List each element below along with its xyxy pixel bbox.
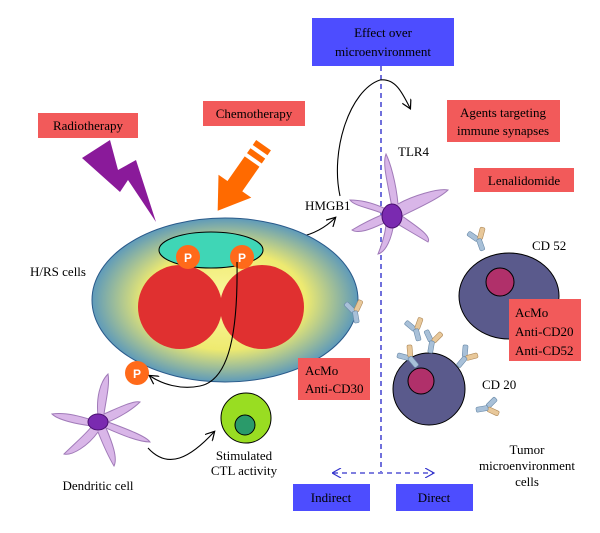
svg-text:P: P [238,251,246,265]
chemotherapy-arrow-icon [217,140,271,211]
effect-over-label-2: microenvironment [335,44,431,59]
acmo-anti-cd30-box: AcMo Anti-CD30 [298,358,370,400]
tlr4-dendritic-cell-icon [349,152,450,255]
tumor-label-3: cells [515,474,539,489]
lenalidomide-label: Lenalidomide [488,173,560,188]
svg-text:P: P [133,367,141,381]
agents-targeting-box: Agents targeting immune synapses [447,100,560,142]
effect-over-microenvironment-box: Effect over microenvironment [312,18,454,66]
effect-over-label-1: Effect over [354,25,413,40]
dendritic-cell-label: Dendritic cell [62,478,133,493]
tumor-label-2: microenvironment [479,458,575,473]
cd52-antibody-icon [465,225,493,255]
direct-box: Direct [396,484,473,511]
hrs-cell [91,217,359,383]
cd20-antibody-icon-1 [403,315,429,344]
ctl-cell-icon [220,392,272,444]
lightning-bolt-icon [82,140,156,222]
p-badge-right: P [230,245,254,269]
lenalidomide-box: Lenalidomide [474,168,574,192]
cd52-label: CD 52 [532,238,566,253]
acmo-cd30-label-1: AcMo [305,363,338,378]
p-badge-dendritic: P [125,361,149,385]
dendritic-cell-icon [50,372,151,468]
hrs-nucleus-right [220,265,304,349]
acmo-cd20-label-2: Anti-CD20 [515,324,574,339]
tlr4-label: TLR4 [398,144,430,159]
hrs-nucleus-left [138,265,222,349]
cd20-antibody-icon-2 [420,328,445,355]
teal-to-dendritic-arrow [150,261,238,388]
cd20-label: CD 20 [482,377,516,392]
hrs-cells-label: H/RS cells [30,264,86,279]
dendritic-to-ctl-arrow [147,432,214,460]
cd20-antibody-icon-5 [474,395,501,420]
tumor-label-1: Tumor [510,442,546,457]
chemotherapy-box: Chemotherapy [203,101,305,126]
stimulated-label-2: CTL activity [211,463,278,478]
chemotherapy-label: Chemotherapy [216,106,293,121]
svg-text:P: P [184,251,192,265]
agents-label-2: immune synapses [457,123,549,138]
direct-label: Direct [418,490,451,505]
acmo-cd20-label-3: Anti-CD52 [515,343,574,358]
hmgb1-arrow [336,79,410,197]
radiotherapy-box: Radiotherapy [38,113,138,138]
stimulated-label-1: Stimulated [216,448,273,463]
tumor-cell-bottom [392,352,466,426]
p-badge-left: P [176,245,200,269]
acmo-cd30-label-2: Anti-CD30 [305,381,364,396]
radiotherapy-label: Radiotherapy [53,118,124,133]
agents-label-1: Agents targeting [460,105,547,120]
acmo-anti-cd20-box: AcMo Anti-CD20 Anti-CD52 [509,299,581,361]
indirect-box: Indirect [293,484,370,511]
indirect-label: Indirect [311,490,352,505]
acmo-cd20-label-1: AcMo [515,305,548,320]
hmgb1-label: HMGB1 [305,198,351,213]
